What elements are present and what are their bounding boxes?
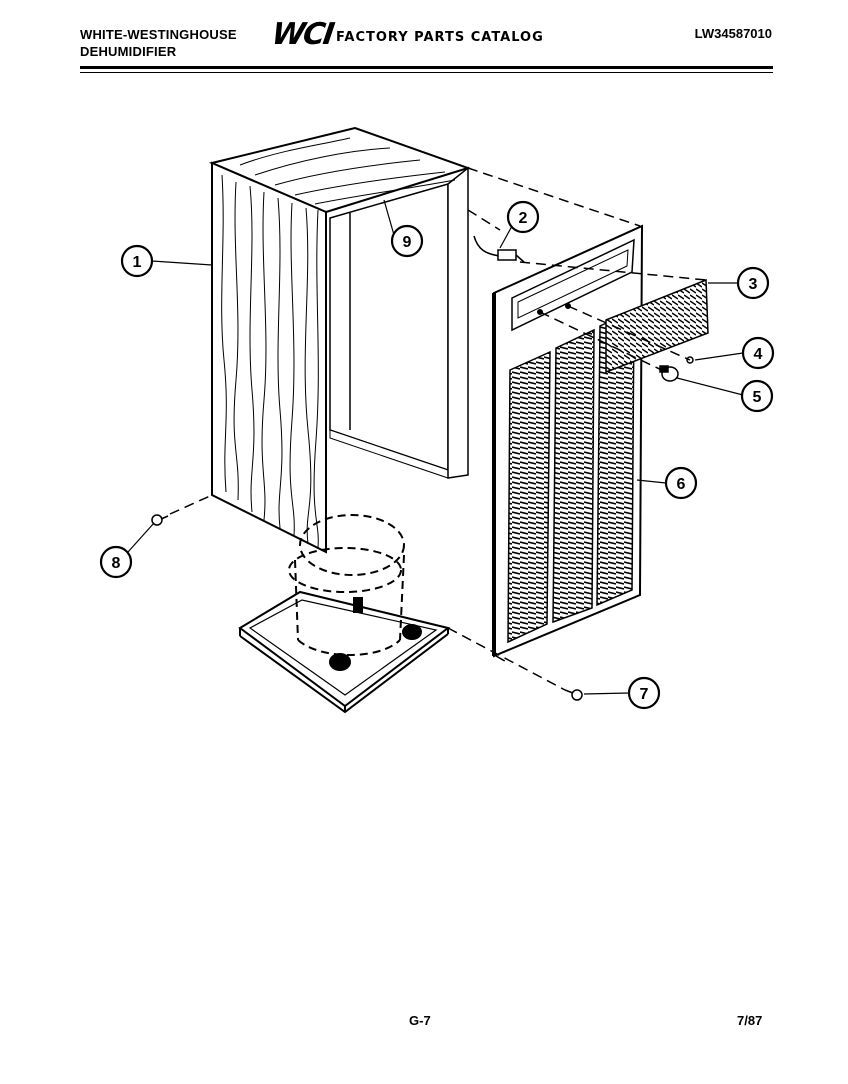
svg-text:1: 1 [133,254,142,271]
cabinet-side-panel [211,161,327,554]
svg-text:8: 8 [112,555,121,572]
svg-text:7: 7 [640,686,649,703]
callout-8: 8 [99,545,133,579]
louver-left [507,350,551,644]
callout-3: 3 [736,266,770,300]
air-filter [605,278,709,374]
assembly-lines [169,167,707,691]
cabinet-front-edge [447,166,469,479]
svg-text:3: 3 [749,276,758,293]
control-switch [473,235,525,263]
header-brand-block: WHITE-WESTINGHOUSE DEHUMIDIFIER [80,26,237,60]
woodgrain-top [239,137,456,205]
callout-4: 4 [741,336,775,370]
callout-1: 1 [120,244,154,278]
publication-date: 7/87 [737,1013,763,1028]
control-window [511,238,635,332]
screw-7 [564,689,583,701]
svg-text:6: 6 [677,476,686,493]
callout-6: 6 [664,466,698,500]
callout-2: 2 [506,200,540,234]
header-rule-thick [80,66,773,69]
louver-center [552,328,595,624]
catalog-title: FACTORY PARTS CATALOG [336,30,544,45]
product-name: DEHUMIDIFIER [80,44,177,59]
compressor-base-assembly [238,514,451,714]
compressor [288,514,405,656]
compressor-mount-left [329,653,351,671]
knob [659,365,679,382]
page-number: G-7 [409,1013,431,1028]
callout-9: 9 [390,224,424,258]
leader-lines [127,199,744,695]
svg-text:5: 5 [753,389,762,406]
svg-text:4: 4 [754,346,763,363]
compressor-mount-right [402,624,422,640]
callout-5: 5 [740,379,774,413]
header-rule-thin [80,72,773,73]
front-grille-panel [492,224,644,658]
svg-text:9: 9 [403,234,412,251]
callouts: 1 2 3 4 5 6 7 8 9 [99,200,775,710]
cabinet-wrapper [208,126,472,554]
brand-name: WHITE-WESTINGHOUSE [80,27,237,42]
cabinet-inner-back [329,183,449,472]
callout-7: 7 [627,676,661,710]
model-number: LW34587010 [694,26,772,41]
screw-8 [151,514,169,526]
svg-text:2: 2 [519,210,528,227]
